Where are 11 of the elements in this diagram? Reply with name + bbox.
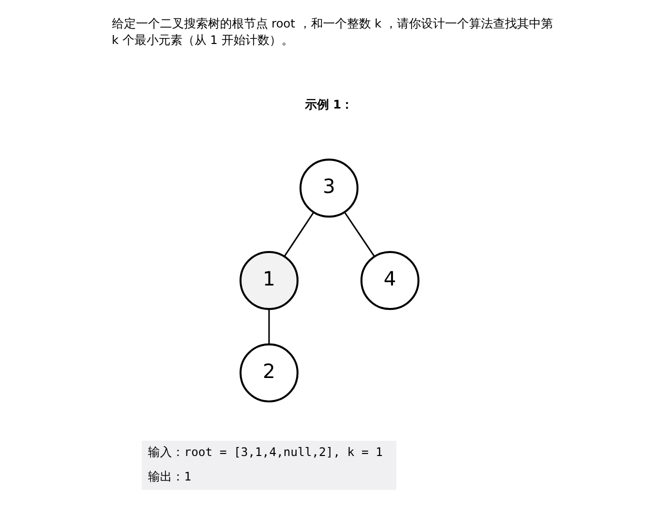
- label: 输出：1: [148, 470, 192, 484]
- node-circle: 4: [360, 251, 420, 310]
- label: 示例 1：: [304, 98, 354, 112]
- label: 输入：root = [3,1,4,null,2], k = 1: [148, 445, 383, 460]
- connector: [284, 212, 314, 257]
- connector: [268, 309, 270, 344]
- node-circle: 1: [240, 251, 299, 310]
- node-circle: 2: [240, 343, 299, 402]
- node-circle: 3: [300, 158, 358, 218]
- label: 给定一个二叉搜索树的根节点 root ，和一个整数 k ，请你设计一个算法查找其中第 k 个最小元素（从 1 开始计数）。: [112, 16, 554, 48]
- connector: [344, 212, 375, 257]
